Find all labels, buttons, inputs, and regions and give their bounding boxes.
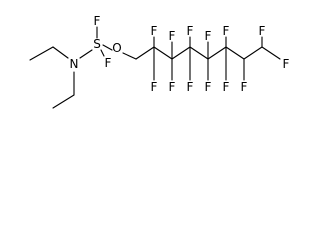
bond-c3-c4: [171, 46, 191, 60]
atom-f-s-right: F: [105, 56, 112, 70]
atom-c4-f1: F: [187, 24, 194, 38]
bond-c6-c7: [225, 46, 245, 60]
bond-c4-c5: [189, 46, 209, 60]
atom-c4-f2: F: [187, 80, 194, 94]
atom-s: S: [93, 37, 101, 51]
atom-c2-f2: F: [151, 80, 158, 94]
bond-o-c1: [122, 52, 137, 60]
atom-c7-f1: F: [241, 80, 248, 94]
bond-s-f-right: [100, 49, 105, 57]
bond-s-o: [102, 44, 113, 51]
bond-c5-c6: [207, 46, 227, 60]
bond-ethyl1-c1-c2: [29, 46, 54, 61]
atom-c3-f2: F: [169, 80, 176, 94]
bond-c7-c8: [243, 46, 263, 60]
atom-c5-f2: F: [205, 80, 212, 94]
structure-diagram: N S F F O F F F F F F F F F F F F F: [29, 14, 290, 109]
bond-c8-f-right: [261, 46, 281, 60]
bond-ethyl1-c2-n: [52, 46, 69, 59]
atom-c8-f-right: F: [283, 57, 290, 71]
atom-c8-f-top: F: [259, 24, 266, 38]
bonds: [29, 26, 281, 109]
atom-labels: N S F F O F F F F F F F F F F F F F: [70, 14, 290, 94]
bond-c1-c2: [135, 46, 155, 60]
atom-n: N: [70, 57, 79, 71]
bond-c2-c3: [153, 46, 173, 60]
atom-o: O: [112, 41, 121, 55]
atom-c3-f1: F: [169, 29, 176, 43]
atom-c2-f1: F: [151, 24, 158, 38]
atom-c6-f2: F: [223, 80, 230, 94]
bond-ethyl2-c1-c2: [52, 94, 75, 109]
bond-n-s: [79, 49, 93, 59]
atom-c5-f1: F: [205, 29, 212, 43]
atom-f-s-top: F: [94, 14, 101, 28]
atom-c6-f1: F: [223, 24, 230, 38]
